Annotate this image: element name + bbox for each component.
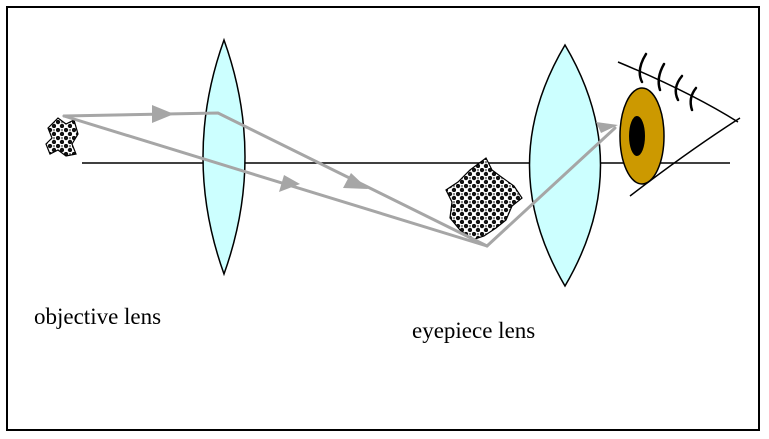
eyepiece-lens-label: eyepiece lens bbox=[412, 318, 536, 343]
ray-arrowhead bbox=[279, 175, 300, 192]
diagram-frame bbox=[6, 6, 760, 431]
objective-lens bbox=[202, 37, 246, 277]
eyelash bbox=[657, 62, 666, 92]
light-rays bbox=[62, 111, 617, 248]
eyelash bbox=[638, 52, 648, 84]
eye-icon bbox=[617, 52, 741, 197]
objective-lens-label: objective lens bbox=[34, 304, 162, 329]
checkered-image-icon bbox=[445, 157, 523, 241]
ray-arrowhead bbox=[343, 173, 368, 189]
eyepiece-lens bbox=[528, 43, 602, 288]
ray-arrowheads bbox=[152, 105, 618, 192]
checkered-object-icon bbox=[45, 117, 79, 157]
eyelash bbox=[674, 74, 684, 102]
ray-arrowhead bbox=[152, 105, 174, 123]
ray-arrowhead bbox=[596, 122, 618, 133]
eyelash bbox=[689, 86, 698, 112]
